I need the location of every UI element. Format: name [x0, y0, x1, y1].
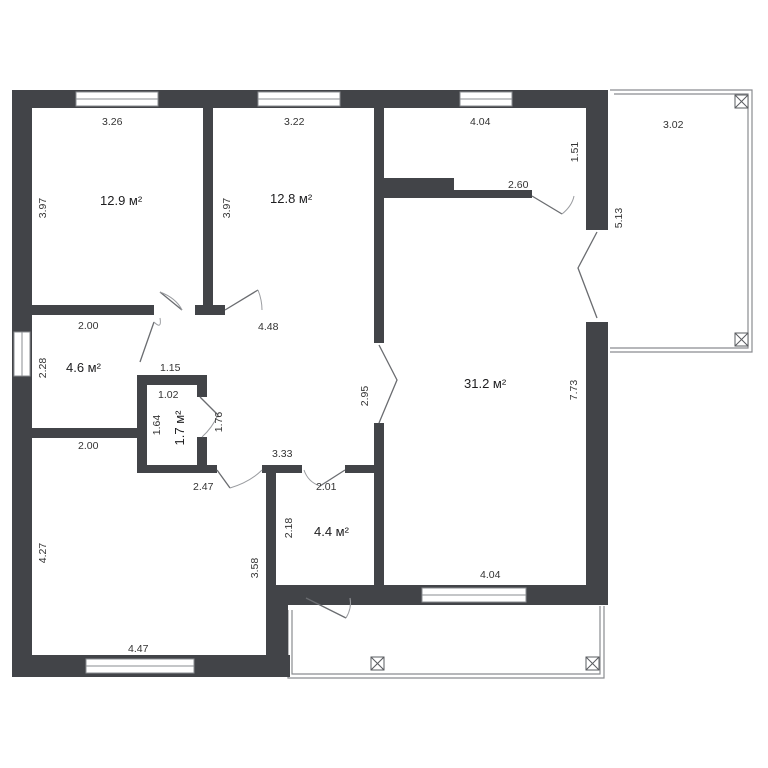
window-top-left	[75, 91, 159, 107]
window-top-mid	[257, 91, 341, 107]
window-bottom-left	[85, 658, 195, 674]
area-label-bath: 4.4 м²	[314, 524, 350, 539]
door-room3	[531, 195, 575, 215]
area-label-room1: 12.9 м²	[100, 193, 143, 208]
dim-label: 2.00	[78, 320, 99, 332]
dim-label: 3.02	[663, 119, 684, 131]
terrace-right	[610, 89, 753, 353]
dim-label: 2.28	[37, 358, 49, 379]
post-marker	[734, 94, 749, 109]
door-bedroom	[216, 469, 263, 489]
dim-label: 4.47	[128, 643, 149, 655]
door-small-room	[139, 317, 161, 363]
dim-label: 4.27	[37, 543, 49, 564]
dim-label: 1.64	[151, 415, 163, 436]
dim-label: 3.58	[249, 558, 261, 579]
dim-label: 2.00	[78, 440, 99, 452]
door-bathroom	[303, 469, 346, 487]
dim-label: 3.97	[221, 198, 233, 219]
interior-walls	[32, 108, 532, 590]
dim-label: 5.13	[613, 208, 625, 229]
area-label-closet: 1.7 м²	[172, 410, 187, 446]
door-room1	[159, 291, 183, 311]
dim-label: 2.60	[508, 179, 529, 191]
dim-label: 7.73	[568, 380, 580, 401]
dim-label: 2.47	[193, 481, 214, 493]
window-top-right	[459, 91, 513, 107]
area-label-room2: 12.8 м²	[270, 191, 313, 206]
door-living-terrace	[577, 231, 598, 319]
door-bath-terrace	[305, 597, 351, 619]
dim-label: 1.51	[569, 142, 581, 163]
door-living-hall	[378, 344, 398, 424]
dim-label: 1.15	[160, 362, 181, 374]
dim-label: 2.01	[316, 481, 337, 493]
dim-label: 2.18	[283, 518, 295, 539]
dim-label: 3.26	[102, 116, 123, 128]
post-marker	[370, 656, 385, 671]
dim-label: 2.95	[359, 386, 371, 407]
area-label-living: 31.2 м²	[464, 376, 507, 391]
dim-label: 1.02	[158, 389, 179, 401]
dim-label: 3.33	[272, 448, 293, 460]
dim-label: 4.48	[258, 321, 279, 333]
dim-label: 3.97	[37, 198, 49, 219]
dim-label: 3.22	[284, 116, 305, 128]
area-label-room4: 4.6 м²	[66, 360, 102, 375]
dim-label: 4.04	[470, 116, 491, 128]
dim-label: 4.04	[480, 569, 501, 581]
post-marker	[585, 656, 600, 671]
window-left	[13, 331, 31, 377]
door-room2	[224, 289, 263, 311]
window-bottom-right	[421, 587, 527, 603]
dim-label: 1.76	[213, 412, 225, 433]
door-closet	[199, 396, 219, 438]
terrace-bottom	[287, 606, 605, 679]
post-marker	[734, 332, 749, 347]
